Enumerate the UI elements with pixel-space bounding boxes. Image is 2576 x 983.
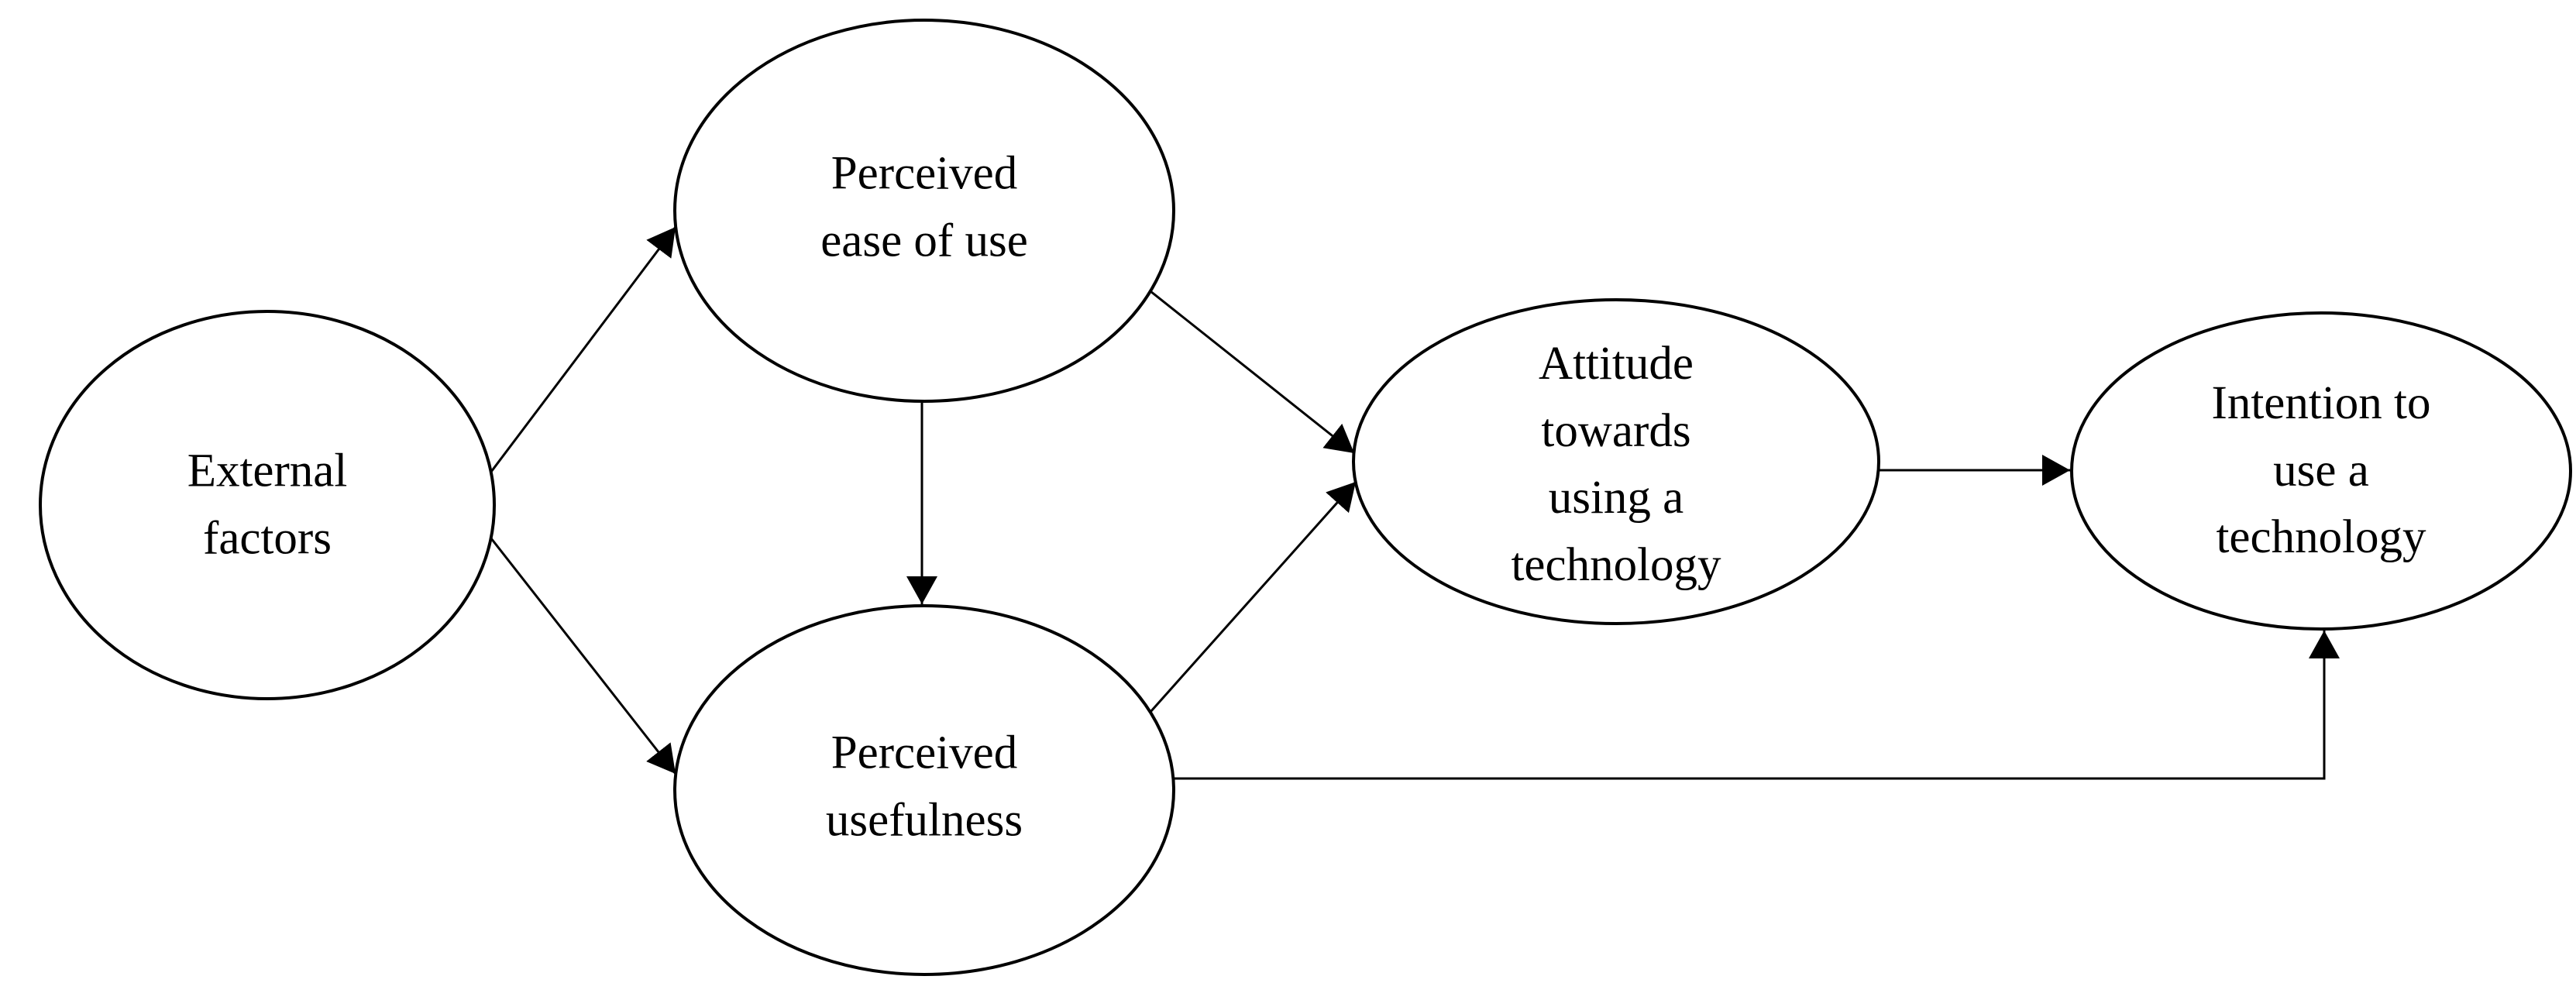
arrow-external-to-peou: [490, 226, 677, 473]
arrow-external-to-pu: [490, 538, 677, 775]
arrow-pu-to-attitude: [1149, 481, 1357, 713]
arrow-pu-to-intention: [1173, 631, 2340, 780]
external-factors-ellipse: [39, 310, 496, 700]
attitude-ellipse: [1352, 298, 1880, 625]
perceived-ease-of-use-ellipse: [673, 19, 1175, 403]
perceived-usefulness-ellipse: [673, 604, 1175, 976]
arrow-peou-to-attitude: [1150, 290, 1355, 455]
intention-ellipse: [2070, 311, 2572, 631]
